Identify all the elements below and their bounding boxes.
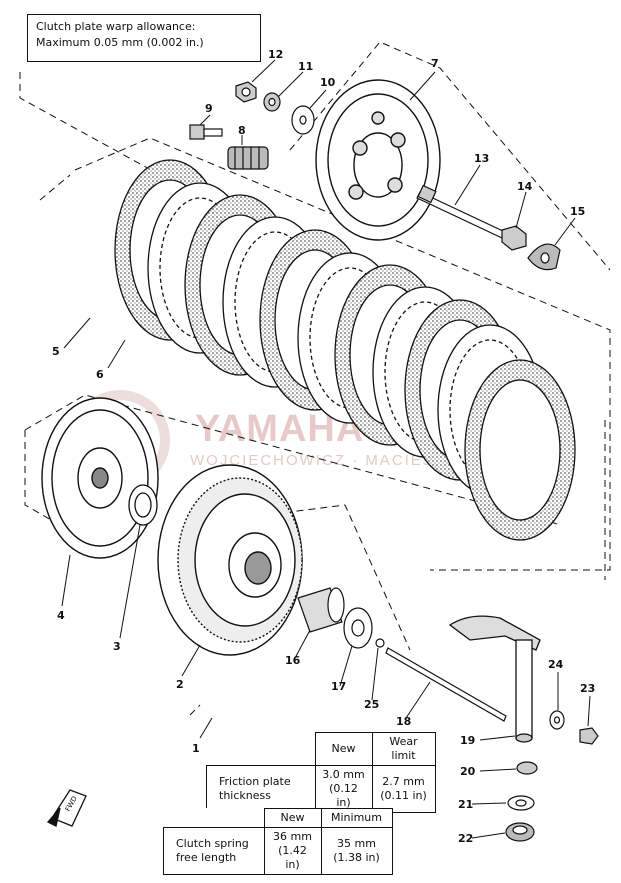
spring-col-min: Minimum: [320, 808, 393, 828]
thrust-washer: [128, 484, 158, 526]
pressure-plate: [315, 79, 441, 241]
plain-washer: [291, 105, 315, 135]
callout-17: 17: [331, 680, 346, 693]
callout-6: 6: [96, 368, 104, 381]
oil-seal-small: [516, 761, 538, 775]
ball: [375, 638, 385, 648]
friction-new-value: 3.0 mm(0.12 in): [314, 765, 373, 813]
push-rod-short: [416, 184, 506, 239]
washer-24: [549, 710, 565, 730]
callout-7: 7: [431, 57, 439, 70]
warp-note-line1: Clutch plate warp allowance:: [36, 20, 196, 33]
callout-1: 1: [192, 742, 200, 755]
push-lever-shaft: [448, 615, 541, 743]
warp-note-line2: Maximum 0.05 mm (0.002 in.): [36, 36, 204, 49]
clutch-housing: [157, 464, 303, 656]
callout-8: 8: [238, 124, 246, 137]
spring-bolt: [189, 124, 223, 140]
spring-new-value: 36 mm(1.42 in): [263, 827, 322, 875]
clutch-boss: [41, 397, 159, 559]
spacer-bushing: [297, 587, 345, 633]
adjuster-washer: [527, 243, 561, 271]
callout-3: 3: [113, 640, 121, 653]
lock-washer: [263, 92, 281, 112]
bolt-23: [579, 727, 599, 745]
spring-col-new: New: [263, 808, 322, 828]
callout-4: 4: [57, 609, 65, 622]
callout-18: 18: [396, 715, 411, 728]
callout-19: 19: [460, 734, 475, 747]
leader-lines: [61, 59, 591, 839]
clutch-plate-stack: [114, 159, 576, 541]
callout-10: 10: [320, 76, 336, 89]
callout-20: 20: [460, 765, 476, 778]
callout-16: 16: [285, 654, 301, 667]
callout-5: 5: [52, 345, 60, 358]
friction-plate-6: [464, 359, 576, 541]
nut: [235, 81, 257, 103]
callout-2: 2: [176, 678, 184, 691]
callout-14: 14: [517, 180, 533, 193]
callout-13: 13: [474, 152, 489, 165]
warp-allowance-note: Clutch plate warp allowance: Maximum 0.0…: [27, 14, 261, 62]
callout-15: 15: [570, 205, 585, 218]
clutch-spring: [227, 146, 269, 170]
spring-min-value: 35 mm(1.38 in): [320, 827, 393, 875]
callout-12: 12: [268, 48, 283, 61]
callout-11: 11: [298, 60, 313, 73]
callout-23: 23: [580, 682, 595, 695]
locknut: [501, 225, 527, 251]
callout-21: 21: [458, 798, 473, 811]
washer-21: [507, 795, 535, 811]
friction-col-new: New: [314, 732, 373, 766]
friction-limit-value: 2.7 mm(0.11 in): [371, 765, 436, 813]
callout-9: 9: [205, 102, 213, 115]
oil-seal-22: [505, 822, 535, 842]
callout-numbers: 1 2 3 4 5 6 7 8 9 10 11 12 13 14 15 16 1…: [52, 48, 595, 845]
callout-25: 25: [364, 698, 379, 711]
fwd-arrow: FWD: [46, 789, 87, 827]
callout-22: 22: [458, 832, 473, 845]
callout-24: 24: [548, 658, 564, 671]
spacer-washer: [343, 607, 373, 649]
push-rod-long: [385, 647, 507, 722]
